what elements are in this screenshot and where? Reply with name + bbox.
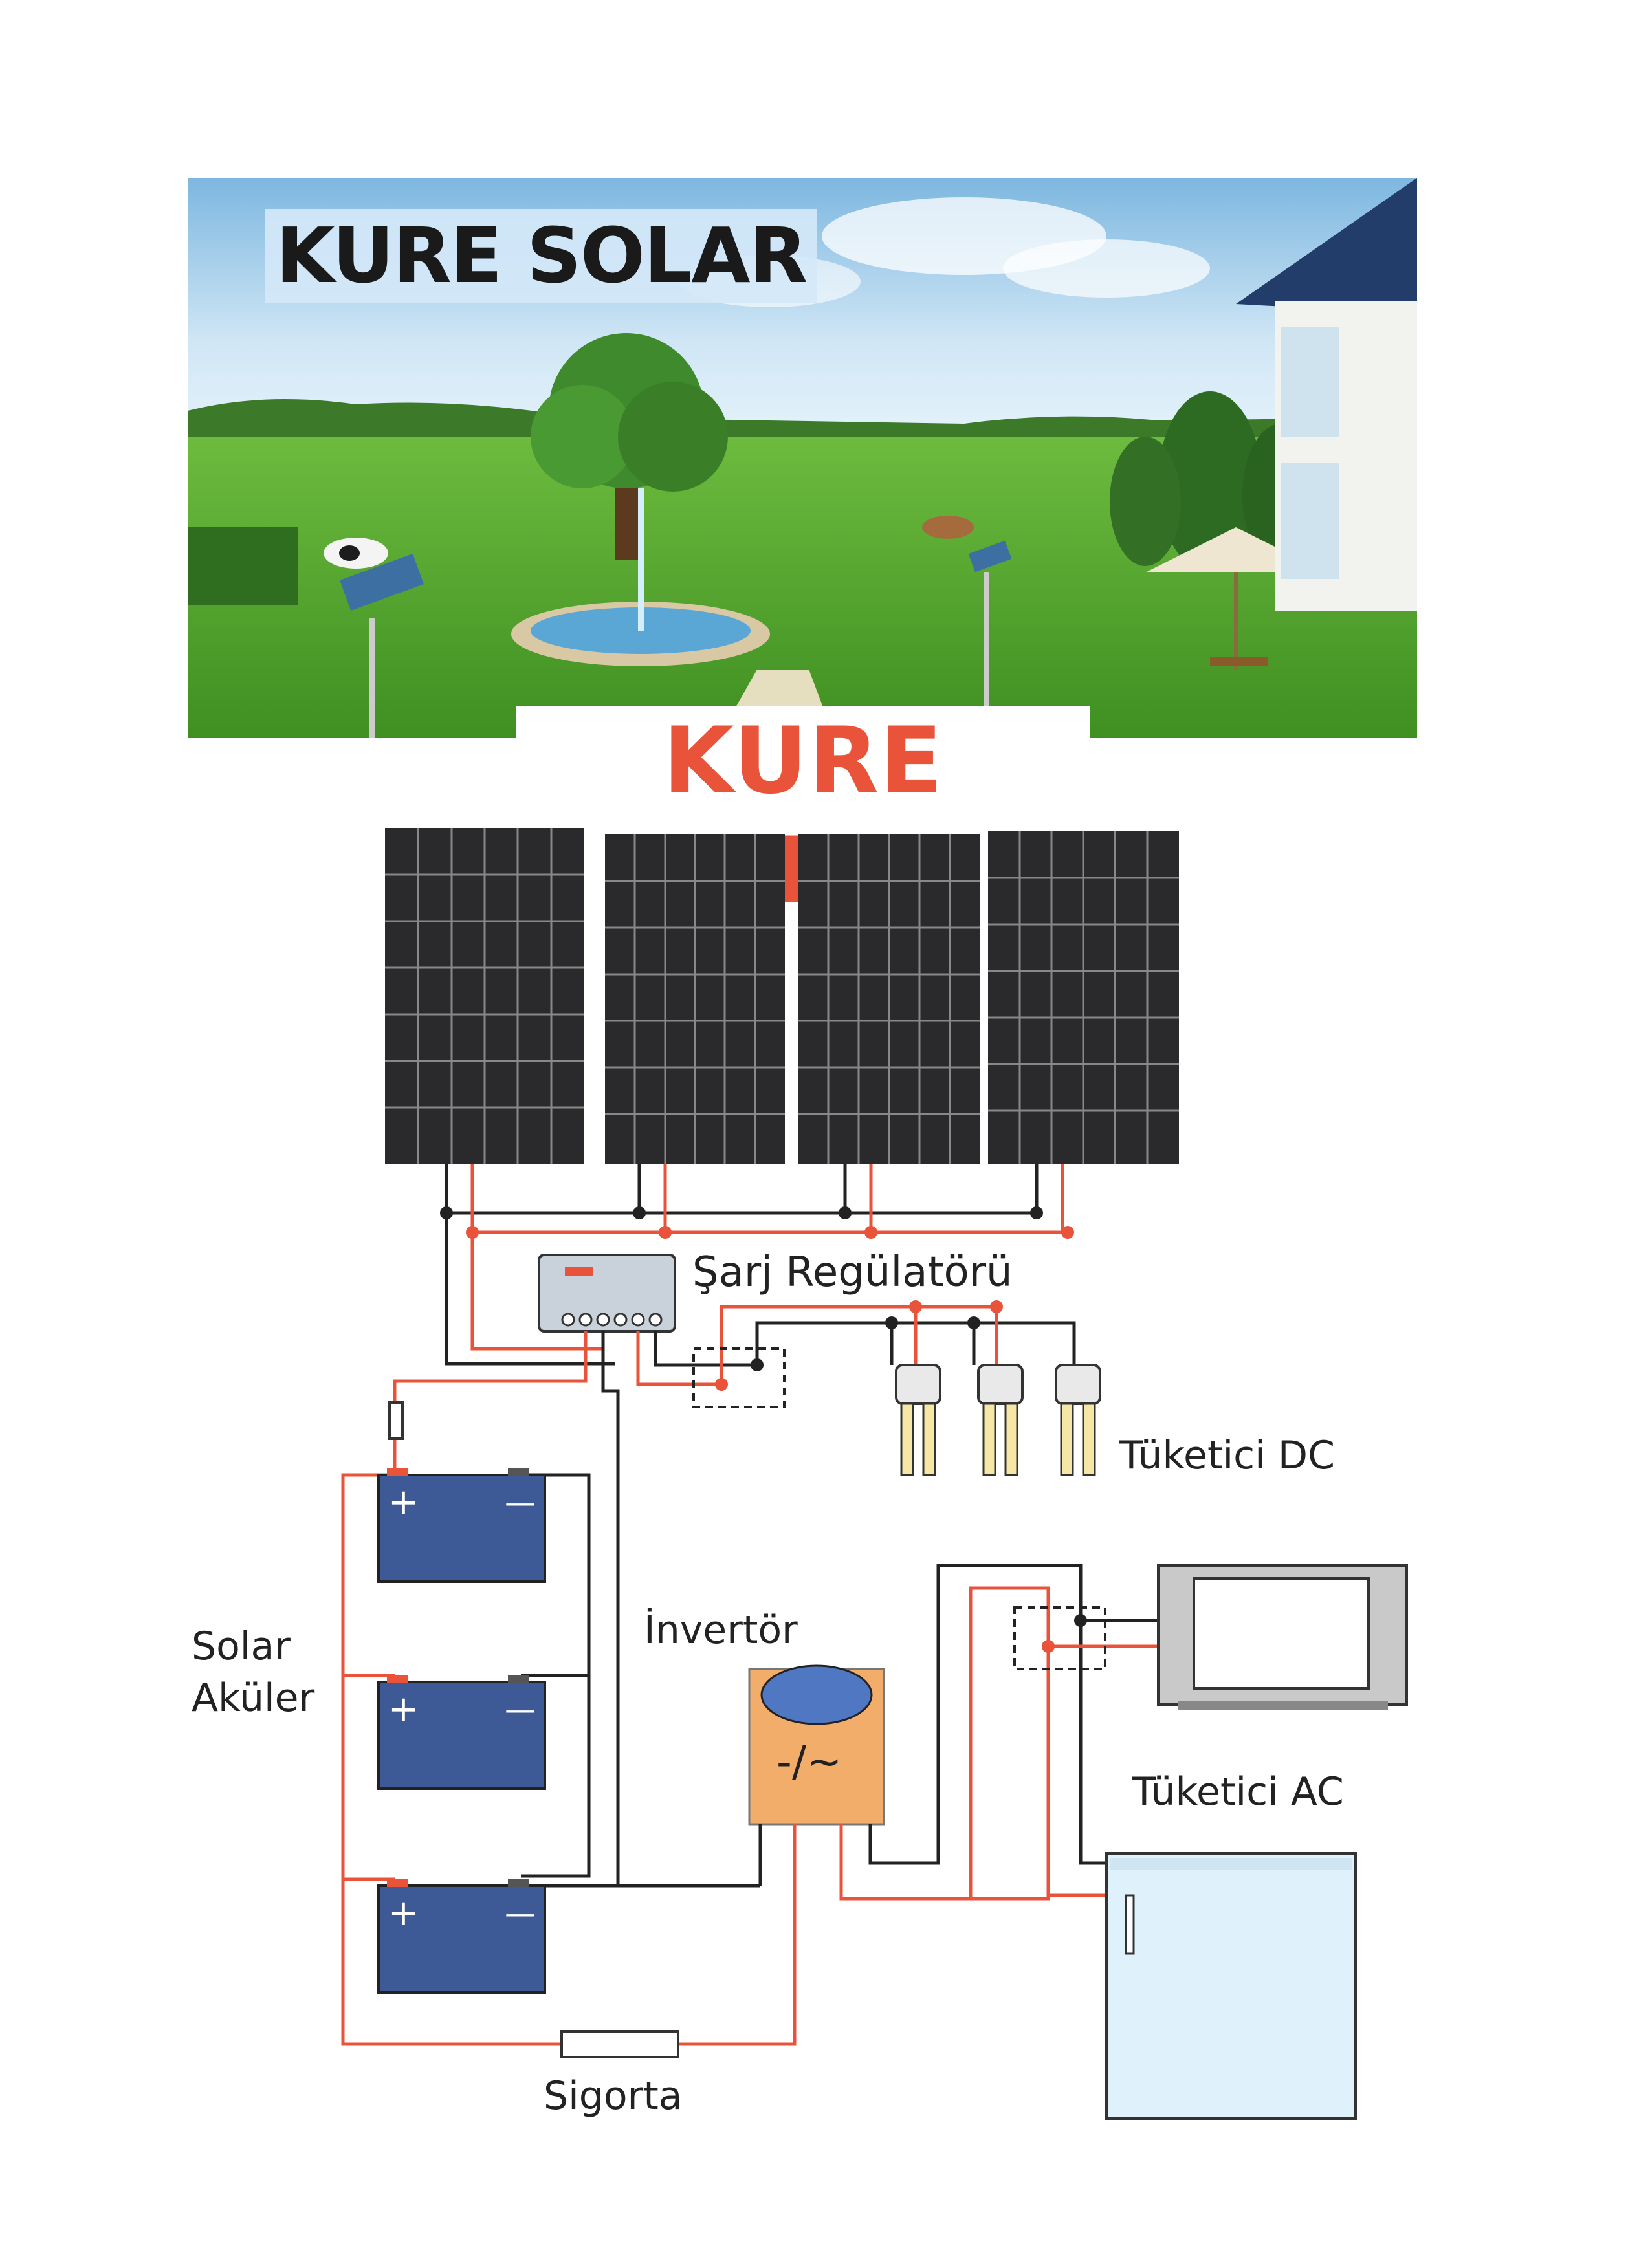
inverter-icon — [748, 1664, 885, 1826]
fountain — [511, 488, 770, 666]
solar-panel-icon — [605, 834, 785, 1164]
wire-junction — [1074, 1614, 1087, 1627]
patio-table — [1210, 657, 1268, 666]
charge-regulator-label: Şarj Regülatörü — [692, 1248, 1013, 1296]
battery-plus-2: + — [388, 1688, 419, 1730]
battery-minus-2: — — [505, 1692, 536, 1728]
wire-junction — [1042, 1640, 1055, 1653]
bulb-icon — [1055, 1364, 1101, 1476]
battery-icon — [377, 1675, 546, 1790]
solar-panel-icon — [798, 834, 980, 1164]
solar-street-lamp-icon — [340, 553, 424, 738]
wire-junction — [440, 1206, 1043, 1219]
crop-rows — [188, 527, 298, 605]
panel-black-wires — [445, 1164, 1039, 1366]
battery-minus-3: — — [505, 1895, 536, 1932]
solar-batteries-label-line1: Solar — [192, 1624, 291, 1669]
bulb-icon — [895, 1364, 941, 1476]
battery-plus-3: + — [388, 1892, 419, 1934]
solar-panel-icon — [988, 831, 1179, 1164]
fuse-label: Sigorta — [544, 2073, 683, 2119]
battery-icon — [377, 1468, 546, 1583]
ac-consumer-label: Tüketici AC — [1132, 1769, 1344, 1815]
bulb-icon — [977, 1364, 1024, 1476]
solar-street-lamp-icon — [968, 540, 1012, 738]
wire-junction — [715, 1300, 1003, 1391]
wire-junction — [751, 1316, 980, 1371]
banner-image: KURE SOLAR — [188, 178, 1417, 738]
cow — [922, 516, 974, 539]
fridge-icon — [1105, 1852, 1357, 2120]
dc-consumer-label: Tüketici DC — [1119, 1433, 1335, 1478]
cloud — [1003, 239, 1210, 298]
charge-controller-icon — [538, 1254, 676, 1333]
tv-icon — [1157, 1564, 1408, 1710]
fuse-icon — [388, 1401, 404, 1440]
fuse-icon — [560, 2030, 679, 2058]
battery-icon — [377, 1879, 546, 1994]
battery-black-wires — [521, 1331, 760, 1888]
ac-wires-red — [996, 1586, 1158, 1897]
banner-title: KURE SOLAR — [265, 209, 817, 303]
battery-plus-1: + — [388, 1481, 419, 1523]
cow — [324, 538, 388, 569]
wire-junction — [466, 1226, 1074, 1239]
house — [1236, 178, 1417, 611]
dc-load-wires-red — [636, 1305, 998, 1386]
ac-switch-box — [1013, 1606, 1106, 1670]
panel-red-wires — [470, 1164, 1068, 1351]
dc-load-wires — [654, 1321, 1076, 1367]
battery-minus-1: — — [505, 1485, 536, 1521]
inverter-symbol: -/~ — [776, 1737, 842, 1787]
tree — [531, 333, 728, 560]
dc-switch-box — [692, 1347, 786, 1408]
inverter-label: İnvertör — [644, 1608, 798, 1653]
solar-batteries-label-line2: Aküler — [192, 1675, 315, 1721]
solar-panel-icon — [385, 828, 584, 1164]
